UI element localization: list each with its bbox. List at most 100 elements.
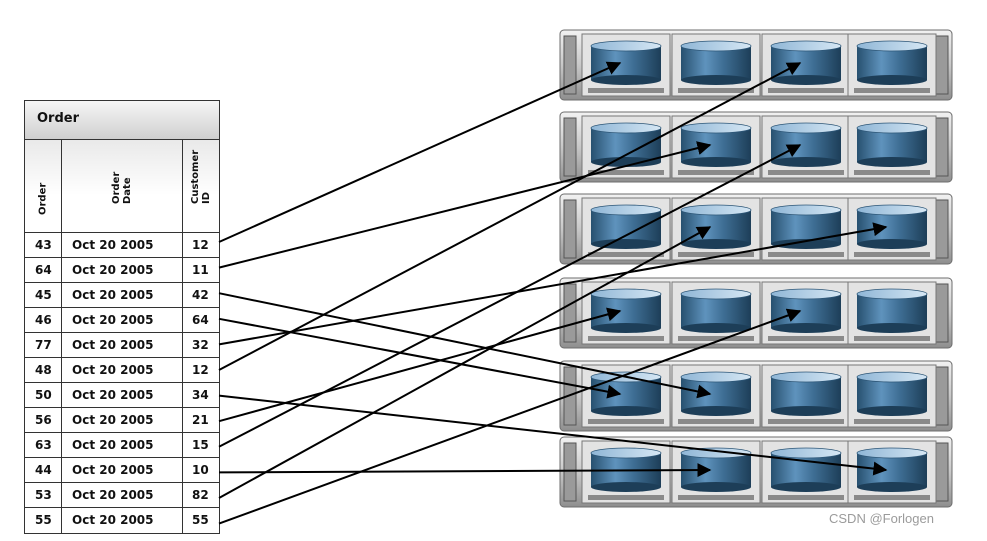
server-rack	[559, 277, 953, 349]
server-rack	[559, 29, 953, 101]
cell-order-date: Oct 20 2005	[62, 233, 183, 257]
drive-cylinder-body	[591, 46, 661, 80]
drive-cylinder-body	[681, 294, 751, 328]
drive-cylinder-top	[770, 122, 842, 134]
drive-cylinder-top	[770, 40, 842, 52]
drive-cylinder-bottom	[681, 323, 751, 333]
drive-bay-vent	[854, 252, 930, 257]
rack-handle	[935, 199, 949, 259]
drive-bay-vent	[678, 495, 754, 500]
drive-bay-vent	[768, 252, 844, 257]
drive-cylinder-top	[680, 447, 752, 459]
drive-cylinder-body	[591, 128, 661, 162]
drive-cylinder-body	[681, 210, 751, 244]
cell-order-date: Oct 20 2005	[62, 458, 183, 482]
drive-cylinder-top	[856, 447, 928, 459]
drive-cylinder-body	[681, 128, 751, 162]
drive-cylinder-bottom	[591, 482, 661, 492]
drive-cylinder-bottom	[591, 406, 661, 416]
drive-cylinder-bottom	[857, 482, 927, 492]
drive-bay-vent	[678, 252, 754, 257]
drive-cylinder-body	[771, 210, 841, 244]
drive-bay-vent	[678, 88, 754, 93]
cell-order-date: Oct 20 2005	[62, 333, 183, 357]
server-rack	[559, 436, 953, 508]
drive-cylinder-top	[590, 122, 662, 134]
drive-cylinder-bottom	[591, 75, 661, 85]
drive-cylinder-bottom	[771, 323, 841, 333]
drive-cylinder-body	[857, 46, 927, 80]
cell-order-date: Oct 20 2005	[62, 383, 183, 407]
cell-customer-id: 10	[192, 463, 209, 477]
rack-handle	[563, 117, 577, 177]
drive-cylinder-top	[680, 288, 752, 300]
drive-bay-vent	[768, 88, 844, 93]
drive-cylinder-body	[681, 377, 751, 411]
drive-cylinder-top	[590, 204, 662, 216]
server-rack	[559, 360, 953, 432]
drive-bay-vent	[588, 252, 664, 257]
drive-cylinder-top	[856, 371, 928, 383]
cell-order: 64	[25, 258, 62, 282]
rack-handle	[935, 35, 949, 95]
cell-order-date: Oct 20 2005	[62, 433, 183, 457]
mapping-arrow	[218, 144, 802, 448]
cell-order: 48	[25, 358, 62, 382]
rack-handle	[935, 442, 949, 502]
drive-bay-vent	[854, 419, 930, 424]
cell-customer-id: 12	[192, 238, 209, 252]
drive-cylinder-bottom	[771, 239, 841, 249]
cell-customer-id: 15	[192, 438, 209, 452]
drive-cylinder-body	[857, 128, 927, 162]
drive-bay-vent	[768, 336, 844, 341]
cell-customer-id: 12	[192, 363, 209, 377]
drive-cylinder-body	[591, 210, 661, 244]
cell-customer-id: 32	[192, 338, 209, 352]
drive-cylinder-bottom	[857, 75, 927, 85]
drive-cylinder-bottom	[857, 323, 927, 333]
mapping-arrows	[218, 61, 888, 525]
drive-cylinder-bottom	[681, 482, 751, 492]
cell-order: 55	[25, 508, 62, 533]
cell-customer-id: 11	[192, 263, 209, 277]
mapping-arrow	[218, 226, 712, 499]
cell-order: 50	[25, 383, 62, 407]
mapping-arrow	[218, 317, 622, 399]
table-title: Order	[25, 101, 219, 140]
mapping-arrow	[218, 141, 712, 269]
drive-cylinder-bottom	[591, 239, 661, 249]
drive-cylinder-bottom	[771, 157, 841, 167]
cell-order-date: Oct 20 2005	[62, 483, 183, 507]
cell-order: 63	[25, 433, 62, 457]
rack-handle	[563, 283, 577, 343]
drive-cylinder-top	[856, 204, 928, 216]
server-rack	[559, 193, 953, 265]
drive-bay-vent	[768, 419, 844, 424]
drive-cylinder-top	[680, 122, 752, 134]
drive-cylinder-body	[771, 377, 841, 411]
drive-cylinder-body	[771, 128, 841, 162]
drive-bay-vent	[854, 88, 930, 93]
drive-bay-vent	[678, 170, 754, 175]
drive-cylinder-body	[771, 46, 841, 80]
mapping-arrow	[218, 308, 802, 525]
mapping-arrow	[218, 61, 622, 243]
drive-cylinder-top	[856, 40, 928, 52]
cell-order: 46	[25, 308, 62, 332]
rack-handle	[563, 442, 577, 502]
drive-cylinder-top	[770, 204, 842, 216]
drive-cylinder-bottom	[771, 75, 841, 85]
drive-cylinder-body	[681, 46, 751, 80]
drive-cylinder-bottom	[771, 482, 841, 492]
cell-customer-id: 42	[192, 288, 209, 302]
server-racks	[559, 29, 953, 508]
cell-customer-id: 55	[192, 513, 209, 527]
